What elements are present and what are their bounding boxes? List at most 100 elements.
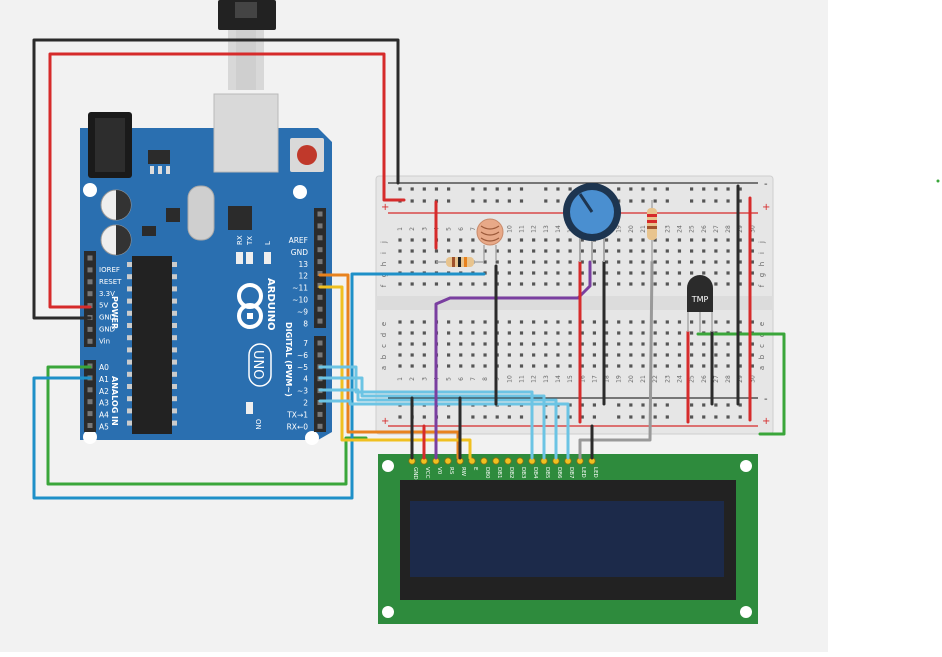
- wire-gnd-to-rail[interactable]: [32, 38, 400, 320]
- digital-header-title: DIGITAL (PWM~): [284, 322, 293, 397]
- column-number: 26: [701, 375, 708, 383]
- lcd-pin-label: LED: [580, 467, 586, 478]
- column-number: 20: [628, 225, 635, 233]
- wire-pin3[interactable]: [318, 388, 558, 460]
- column-number: 3: [421, 227, 428, 231]
- lcd-pin[interactable]: [504, 457, 512, 465]
- lcd-pin-label: DB6: [556, 467, 562, 479]
- wire-a0[interactable]: [46, 365, 368, 486]
- digital-pin-label: ~5: [297, 363, 308, 372]
- column-number: 2: [409, 227, 416, 231]
- photoresistor[interactable]: [476, 218, 504, 260]
- lcd-pin[interactable]: [480, 457, 488, 465]
- column-number: 10: [506, 375, 513, 383]
- power-pin-label: IOREF: [99, 266, 120, 274]
- column-number: 2: [409, 377, 416, 381]
- wire-5v-to-rail[interactable]: [48, 52, 406, 309]
- lcd-pin-label: VCC: [424, 467, 430, 479]
- capacitor-1: [100, 189, 132, 221]
- column-number: 5: [446, 227, 453, 231]
- resistor-vertical[interactable]: [647, 200, 657, 262]
- column-number: 20: [628, 375, 635, 383]
- lcd-pin[interactable]: [492, 457, 500, 465]
- row-letter: g: [758, 273, 766, 277]
- column-number: 27: [713, 225, 720, 233]
- digital-pin-label: ~3: [297, 387, 308, 396]
- lcd-pin-label: RW: [460, 467, 466, 477]
- wire-tmp-output[interactable]: [696, 332, 786, 436]
- lcd-pin[interactable]: [516, 457, 524, 465]
- digital-pin-label: ~11: [292, 284, 308, 293]
- resistor-horizontal[interactable]: [436, 257, 484, 267]
- wire-pin5[interactable]: [318, 365, 534, 460]
- analog-pin-label: A2: [99, 387, 109, 396]
- column-number: 5: [446, 377, 453, 381]
- column-number: 16: [579, 375, 586, 383]
- power-pin-label: 3.3V: [99, 290, 115, 298]
- column-number: 24: [676, 375, 683, 383]
- digital-pin-label: AREF: [289, 236, 308, 245]
- led-rx: [236, 252, 243, 264]
- row-letter: e: [380, 322, 388, 326]
- led-on: [246, 402, 253, 414]
- reset-button[interactable]: [297, 145, 317, 165]
- row-letter: c: [758, 344, 766, 348]
- power-pin-label: GND: [99, 326, 115, 334]
- digital-pin-label: 4: [303, 375, 308, 384]
- column-number: 12: [531, 375, 538, 383]
- tmp-label: TMP: [691, 295, 709, 304]
- potentiometer[interactable]: [563, 183, 621, 262]
- column-number: 8: [482, 377, 489, 381]
- column-number: 30: [749, 375, 756, 383]
- row-letter: d: [380, 333, 388, 337]
- column-number: 24: [676, 225, 683, 233]
- lcd-pin[interactable]: [444, 457, 452, 465]
- row-letter: i: [758, 252, 766, 254]
- column-number: 25: [689, 225, 696, 233]
- led-label-l: L: [264, 241, 272, 245]
- row-letter: b: [380, 354, 388, 359]
- column-number: 6: [458, 227, 465, 231]
- wire-pin11[interactable]: [318, 285, 472, 460]
- wire-a1[interactable]: [32, 272, 486, 500]
- lcd-pin-label: RS: [448, 467, 454, 475]
- digital-pin-label: GND: [291, 248, 308, 257]
- column-number: 19: [616, 225, 623, 233]
- wire-led-resistor[interactable]: [578, 260, 654, 460]
- row-letter: j: [380, 241, 388, 244]
- led-label-rx: RX: [236, 235, 244, 245]
- usb-chip: [228, 206, 252, 230]
- capacitor-2: [100, 224, 132, 256]
- stray-dot: [936, 179, 940, 183]
- column-number: 1: [397, 377, 404, 381]
- column-number: 1: [397, 227, 404, 231]
- row-letter: f: [758, 284, 766, 287]
- power-pin-label: Vin: [99, 337, 110, 345]
- tmp-sensor[interactable]: TMP: [687, 275, 713, 332]
- lcd-pin-label: DB2: [508, 467, 514, 479]
- wire-pot-wiper-to-v0[interactable]: [434, 260, 592, 460]
- column-number: 9: [494, 377, 501, 381]
- small-chip: [166, 208, 180, 222]
- column-number: 23: [664, 225, 671, 233]
- wire-pin4[interactable]: [318, 376, 546, 460]
- power-pin-label: GND: [99, 314, 115, 322]
- analog-header: [84, 360, 96, 432]
- column-number: 13: [543, 375, 550, 383]
- breadboard[interactable]: 1122334455667788991010111112121313141415…: [375, 175, 774, 435]
- column-number: 23: [664, 375, 671, 383]
- wire-pin2[interactable]: [318, 399, 570, 460]
- column-number: 11: [519, 225, 526, 233]
- row-letter: h: [380, 262, 388, 266]
- lcd-pin-label: DB7: [568, 467, 574, 479]
- lcd-pin-label: LED: [592, 467, 598, 478]
- row-letter: e: [758, 322, 766, 326]
- digital-pin-label: 7: [303, 339, 308, 348]
- column-number: 30: [749, 225, 756, 233]
- column-number: 17: [591, 375, 598, 383]
- power-header-title: POWER: [110, 296, 119, 329]
- brand-label: ARDUINO: [265, 278, 276, 330]
- row-letter: b: [758, 354, 766, 359]
- arduino-uno-board[interactable]: RX TX L ON ARDUINO UNO POWER ANALOG IN D…: [80, 93, 332, 445]
